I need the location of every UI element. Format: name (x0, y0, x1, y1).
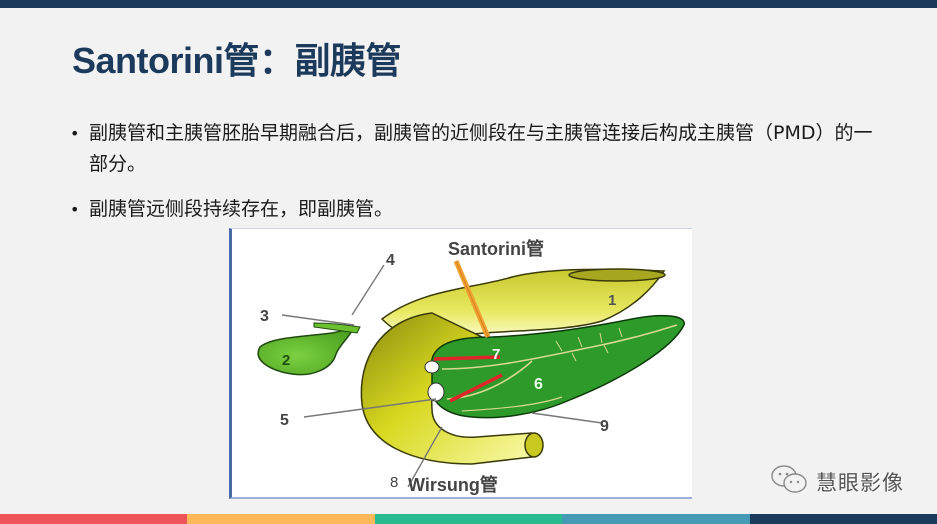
stripe-green (374, 514, 563, 524)
stripe-blue (562, 514, 750, 524)
stripe-red (0, 514, 188, 524)
bullet-item: • 副胰管和主胰管胚胎早期融合后，副胰管的近侧段在与主胰管连接后构成主胰管（PM… (70, 118, 880, 180)
label-3: 3 (260, 308, 269, 325)
label-1: 1 (608, 292, 616, 309)
bullet-text: 副胰管远侧段持续存在，即副胰管。 (89, 198, 394, 220)
stripe-orange (187, 514, 375, 524)
bullet-item: • 副胰管远侧段持续存在，即副胰管。 (70, 194, 880, 225)
slide-title: Santorini管：副胰管 (72, 40, 402, 81)
label-wirsung: Wirsung管 (408, 474, 498, 495)
label-9: 9 (600, 418, 609, 435)
bullet-marker: • (70, 124, 80, 143)
watermark-text: 慧眼影像 (816, 471, 904, 495)
label-santorini: Santorini管 (448, 238, 544, 259)
pancreas (424, 314, 685, 419)
top-accent-bar (0, 0, 937, 8)
bullet-list: • 副胰管和主胰管胚胎早期融合后，副胰管的近侧段在与主胰管连接后构成主胰管（PM… (70, 118, 880, 239)
pancreas-duct-diagram: Santorini管 4 3 2 1 7 6 5 9 8 Wirsung管 (229, 228, 692, 499)
label-7: 7 (492, 346, 500, 363)
watermark: 慧眼影像 (770, 464, 904, 500)
bullet-marker: • (70, 200, 80, 219)
label-2: 2 (282, 352, 290, 369)
bullet-text: 副胰管和主胰管胚胎早期融合后，副胰管的近侧段在与主胰管连接后构成主胰管（PMD）… (89, 122, 873, 175)
label-6: 6 (534, 376, 543, 393)
label-4: 4 (386, 252, 395, 269)
wechat-icon (770, 464, 810, 500)
leader-lines (281, 264, 603, 488)
label-8: 8 (390, 474, 398, 491)
label-5: 5 (280, 412, 289, 429)
stripe-navy (749, 514, 937, 524)
gallbladder (257, 322, 361, 376)
bottom-color-stripe (0, 514, 937, 524)
